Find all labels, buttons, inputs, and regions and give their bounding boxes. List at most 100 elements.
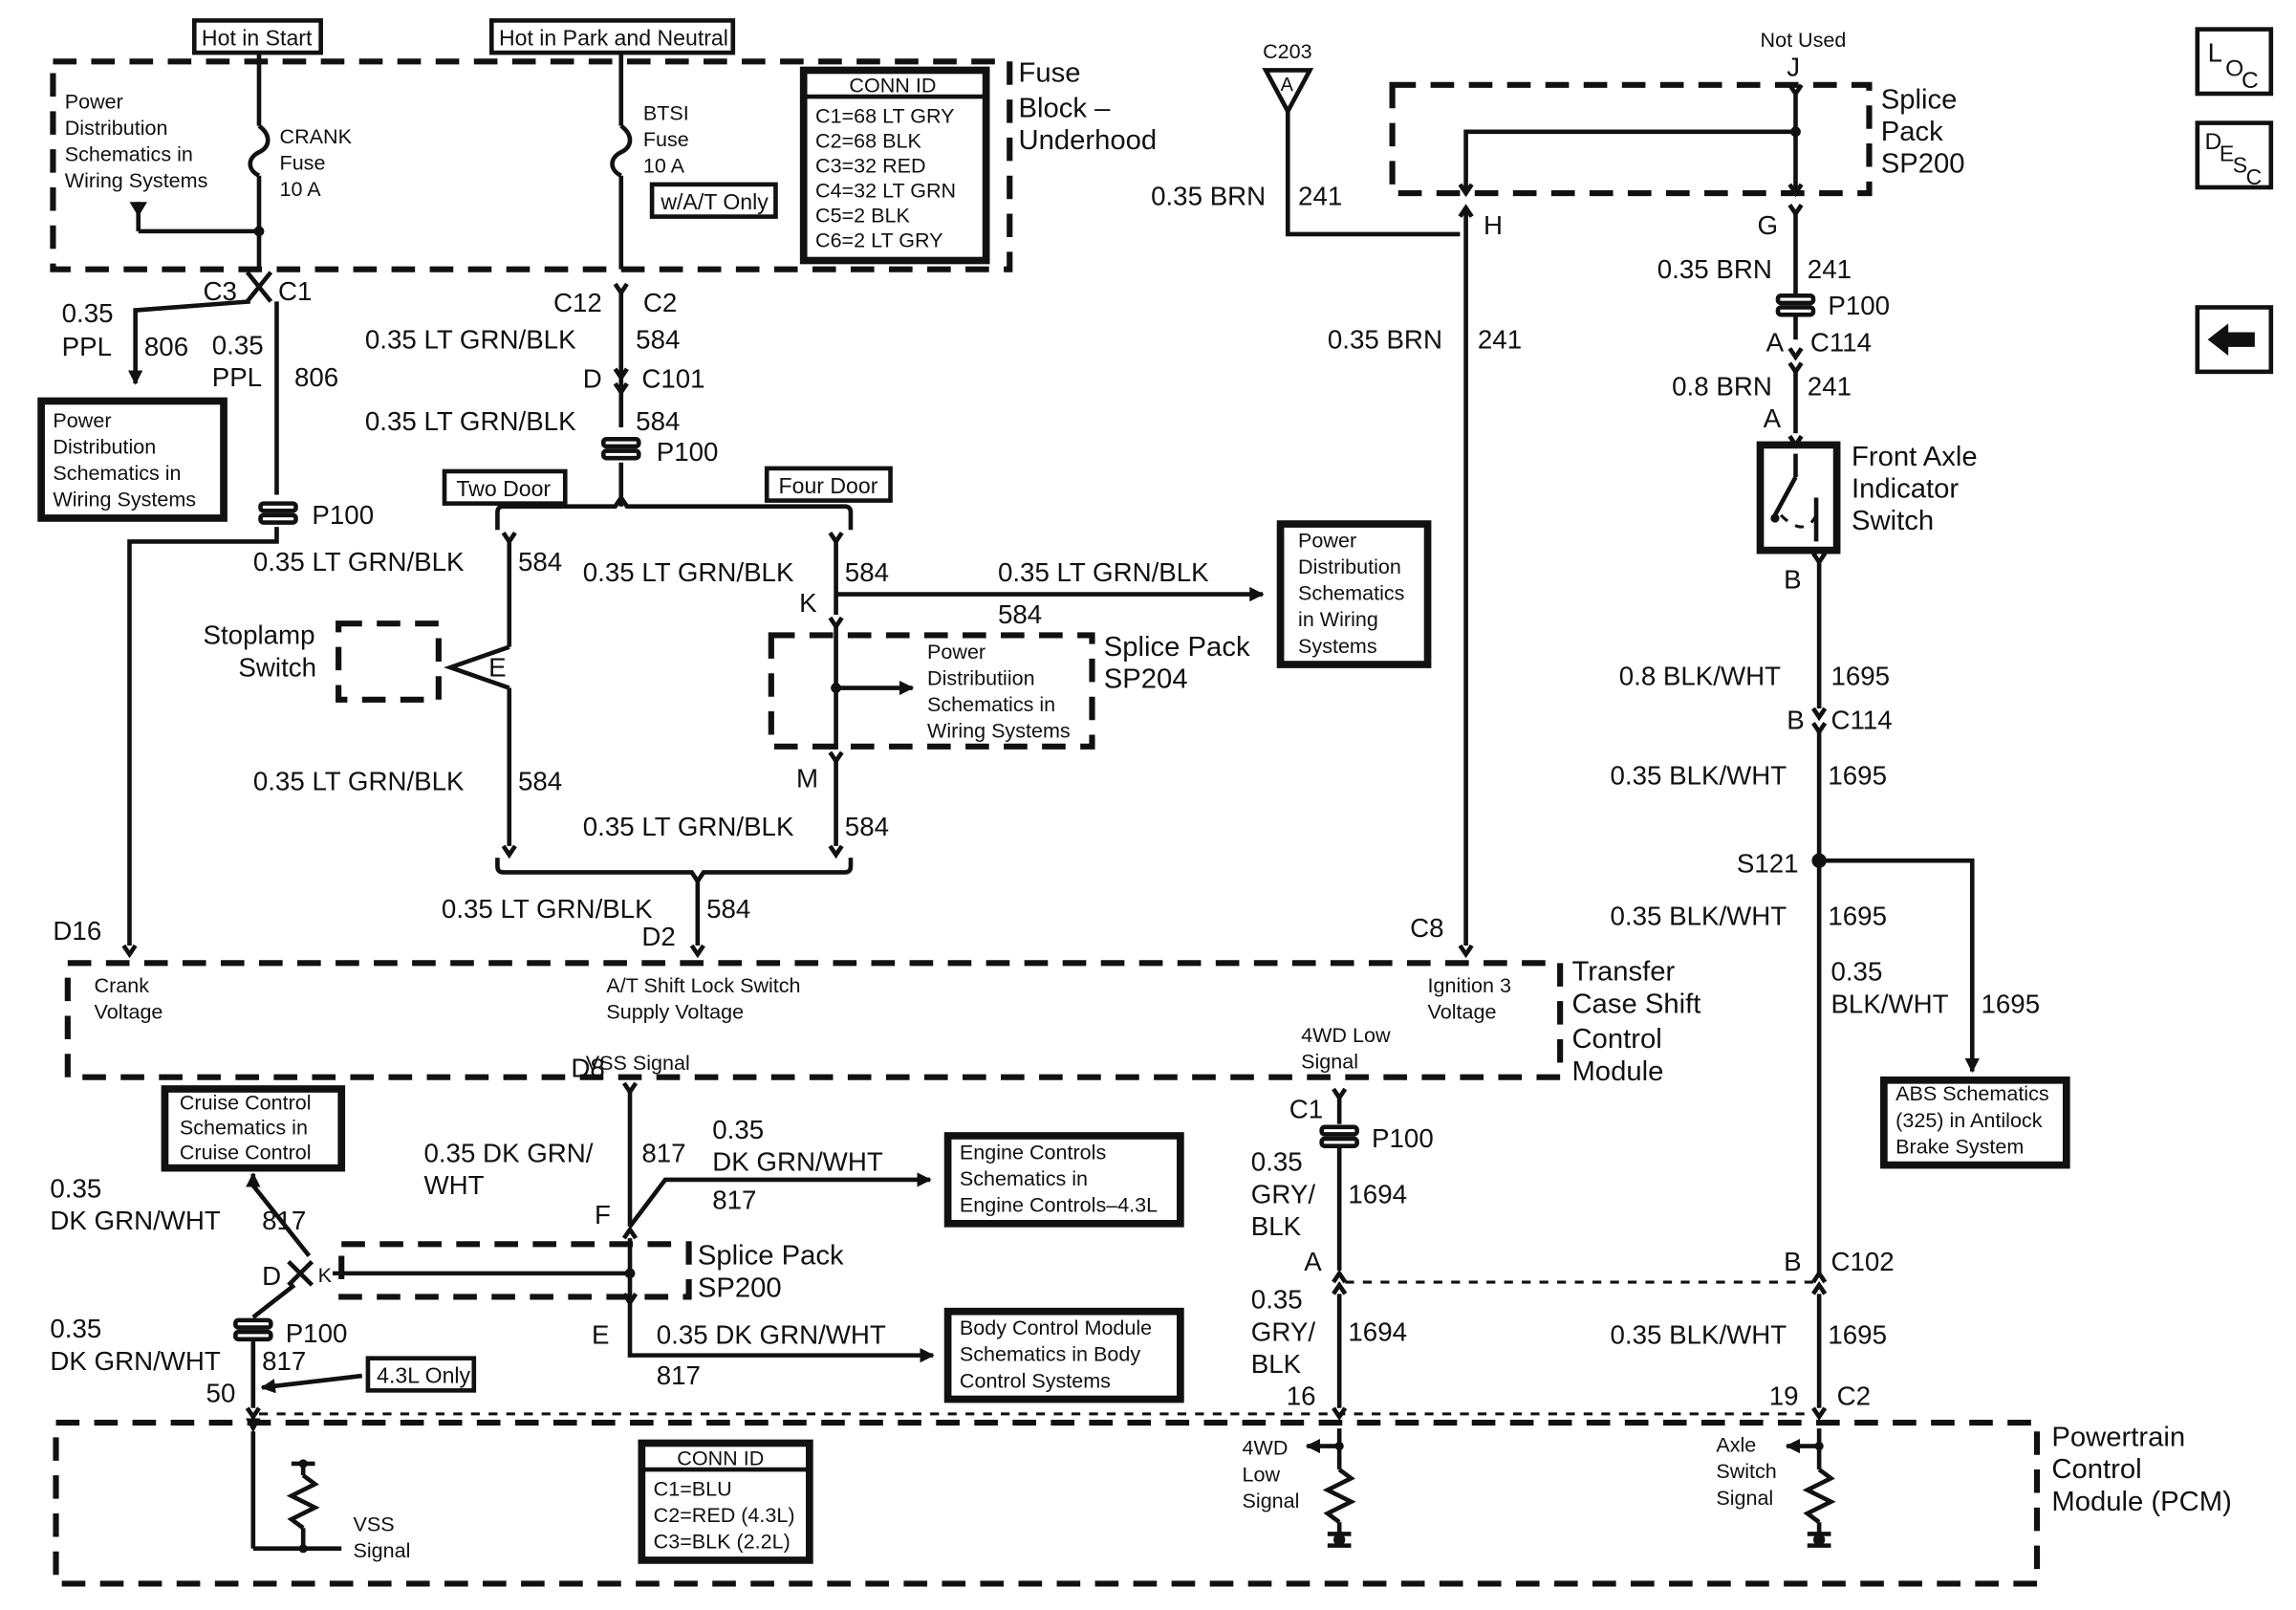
svg-text:Cruise Control Schematic: Cruise Control Schematics in Cruise Cont… xyxy=(180,1091,317,1164)
back-button[interactable] xyxy=(2195,305,2274,375)
svg-text:Four Door: Four Door xyxy=(779,473,878,498)
svg-text:50: 50 xyxy=(206,1379,236,1408)
pcm-axle-switch-label: Axle Switch Signal xyxy=(1716,1434,1782,1510)
svg-text:K: K xyxy=(799,588,817,618)
svg-text:O: O xyxy=(2225,56,2243,82)
svg-text:584: 584 xyxy=(845,812,889,841)
vss-signal-label: VSS Signal xyxy=(586,1052,690,1075)
svg-text:1695: 1695 xyxy=(1828,1319,1887,1349)
svg-text:584: 584 xyxy=(706,894,750,924)
tcscm-title: Transfer Case Shift Control Module xyxy=(1571,957,1708,1087)
svg-text:0.35 BRN: 0.35 BRN xyxy=(1657,254,1772,284)
svg-text:0.8 BRN: 0.8 BRN xyxy=(1672,371,1772,401)
svg-text:J: J xyxy=(1787,53,1800,82)
tcscm-outline xyxy=(64,960,1564,1080)
svg-text:S121: S121 xyxy=(1737,848,1799,878)
btsi-fuse-label: BTSI Fuse 10 A xyxy=(643,102,695,178)
svg-text:0.35: 0.35 xyxy=(50,1314,101,1343)
svg-text:C102: C102 xyxy=(1830,1247,1894,1276)
door-option-brace-bottom xyxy=(495,858,854,885)
cruise-control-box: Cruise Control Schematics in Cruise Cont… xyxy=(161,1085,346,1172)
svg-text:0.35: 0.35 xyxy=(50,1173,101,1203)
svg-text:K: K xyxy=(318,1264,333,1287)
svg-text:584: 584 xyxy=(518,547,562,577)
4wd-low-signal-label: 4WD Low Signal xyxy=(1301,1024,1396,1073)
fuse-block-title: Fuse Block – Underhood xyxy=(1019,58,1158,156)
svg-text:Hot in Park and Neutral: Hot in Park and Neutral xyxy=(499,26,728,51)
pcm-4wd-low-label: 4WD Low Signal xyxy=(1243,1437,1300,1512)
svg-text:A: A xyxy=(1304,1247,1322,1276)
svg-text:0.35 LT GRN/BLK: 0.35 LT GRN/BLK xyxy=(583,557,794,587)
stoplamp-switch-box xyxy=(336,620,442,703)
svg-text:Hot in Start: Hot in Start xyxy=(202,26,313,51)
svg-text:4.3L Only: 4.3L Only xyxy=(377,1363,470,1388)
svg-text:C2: C2 xyxy=(1837,1382,1871,1411)
svg-text:0.35 BLK/WHT: 0.35 BLK/WHT xyxy=(1610,902,1787,931)
svg-text:P100: P100 xyxy=(1372,1123,1434,1153)
svg-text:1694: 1694 xyxy=(1348,1179,1407,1208)
svg-text:C114: C114 xyxy=(1810,327,1872,357)
svg-text:C1: C1 xyxy=(1289,1095,1323,1124)
svg-text:817: 817 xyxy=(262,1206,306,1235)
svg-text:C1=68 LT GRY C2=68 BLK: C1=68 LT GRY C2=68 BLK C3=32 RED C4=32 L… xyxy=(815,105,962,252)
svg-text:16: 16 xyxy=(1287,1382,1316,1411)
svg-text:0.35: 0.35 xyxy=(1830,957,1882,987)
svg-text:ABS Schematics (325) in: ABS Schematics (325) in Antilock Brake S… xyxy=(1895,1082,2054,1158)
svg-text:0.35: 0.35 xyxy=(712,1115,764,1144)
hot-in-start-label: Hot in Start xyxy=(191,18,323,55)
pds-box-right: Power Distribution Schematics in Wiring … xyxy=(1276,520,1432,668)
svg-text:1695: 1695 xyxy=(1828,761,1887,791)
door-option-brace-top xyxy=(495,493,854,531)
svg-text:0.35 BRN: 0.35 BRN xyxy=(1328,324,1442,354)
svg-text:C8: C8 xyxy=(1410,913,1443,943)
loc-button[interactable]: L O C xyxy=(2195,27,2274,97)
svg-text:B: B xyxy=(1787,705,1804,734)
svg-text:0.35: 0.35 xyxy=(212,331,264,360)
svg-text:0.35 LT GRN/BLK: 0.35 LT GRN/BLK xyxy=(442,894,653,924)
fuse-block-conn-id: CONN ID C1=68 LT GRY C2=68 BLK C3=32 RED… xyxy=(799,66,990,265)
splice-pack-sp204 xyxy=(768,632,1095,750)
desc-button[interactable]: D E S C xyxy=(2195,120,2274,190)
stoplamp-switch-contact xyxy=(444,644,510,690)
svg-text:P100: P100 xyxy=(657,437,719,467)
sp204-text: Power Distributiion Schematics in Wiring… xyxy=(927,641,1071,743)
svg-text:A: A xyxy=(1766,327,1785,357)
svg-text:241: 241 xyxy=(1478,324,1522,354)
front-axle-label: Front Axle Indicator Switch xyxy=(1852,442,1985,536)
svg-text:C: C xyxy=(2246,164,2263,189)
svg-text:D8: D8 xyxy=(571,1054,604,1083)
svg-text:P100: P100 xyxy=(286,1318,348,1348)
svg-text:584: 584 xyxy=(518,767,562,796)
svg-text:806: 806 xyxy=(144,332,188,361)
svg-text:w/A/T Only: w/A/T Only xyxy=(660,189,769,214)
svg-text:0.8 BLK/WHT: 0.8 BLK/WHT xyxy=(1619,662,1781,691)
svg-text:PPL: PPL xyxy=(62,332,112,361)
svg-text:584: 584 xyxy=(845,557,889,587)
svg-text:0.35 LT GRN/BLK: 0.35 LT GRN/BLK xyxy=(583,812,794,841)
svg-text:241: 241 xyxy=(1808,254,1852,284)
crank-fuse-label: CRANK Fuse 10 A xyxy=(280,125,357,201)
svg-text:C1=BLU C2=RED (4.3L): C1=BLU C2=RED (4.3L) C3=BLK (2.2L) xyxy=(654,1478,801,1554)
svg-text:C203: C203 xyxy=(1263,40,1312,63)
svg-text:1695: 1695 xyxy=(1981,989,2040,1018)
crank-voltage-label: Crank Voltage xyxy=(95,974,163,1023)
svg-text:G: G xyxy=(1757,210,1778,240)
svg-text:0.35 DK GRN/: 0.35 DK GRN/ xyxy=(423,1139,593,1168)
svg-text:D2: D2 xyxy=(641,922,675,951)
at-shift-lock-label: A/T Shift Lock Switch Supply Voltage xyxy=(606,974,806,1023)
pcm-vss-label: VSS Signal xyxy=(354,1512,411,1561)
svg-text:DK GRN/WHT: DK GRN/WHT xyxy=(50,1346,221,1376)
svg-text:C101: C101 xyxy=(641,364,704,394)
splice-pack-sp200-bottom-label: Splice Pack SP200 xyxy=(698,1241,852,1304)
svg-text:584: 584 xyxy=(636,324,680,354)
svg-text:241: 241 xyxy=(1808,371,1852,401)
svg-text:E: E xyxy=(488,652,506,682)
pcm-title: Powertrain Control Module (PCM) xyxy=(2051,1423,2231,1517)
svg-text:B: B xyxy=(1784,1247,1801,1276)
svg-text:0.35 LT GRN/BLK: 0.35 LT GRN/BLK xyxy=(365,324,576,354)
svg-text:D: D xyxy=(262,1261,281,1291)
axle-switch-resistor-icon xyxy=(1785,1428,1836,1548)
4-3l-only-label: 4.3L Only xyxy=(365,1356,477,1393)
svg-text:0.35 LT GRN/BLK: 0.35 LT GRN/BLK xyxy=(253,767,465,796)
svg-text:0.35 BLK/WHT: 0.35 BLK/WHT xyxy=(1610,1319,1787,1349)
